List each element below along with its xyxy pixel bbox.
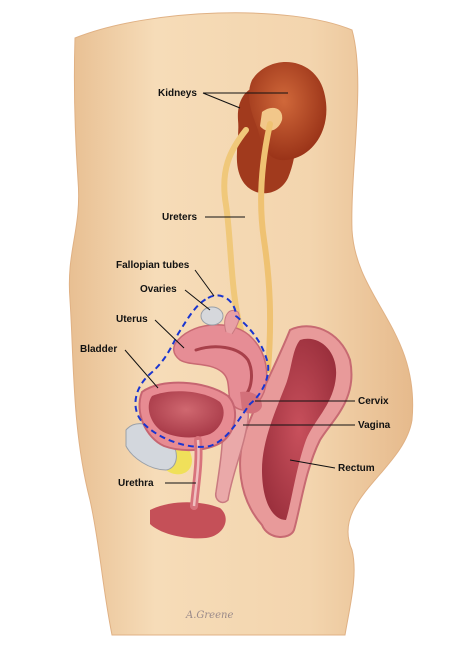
leader-uterus	[154, 319, 185, 349]
ureter-right	[258, 121, 274, 373]
perineum	[150, 502, 226, 539]
renal-pelvis	[260, 107, 283, 131]
ovary	[200, 306, 224, 326]
label-urethra: Urethra	[118, 478, 154, 489]
label-ureters: Ureters	[162, 212, 197, 223]
rectum-group	[239, 325, 353, 538]
label-leaders	[124, 92, 355, 484]
rectum-inner	[262, 338, 337, 520]
label-vagina: Vagina	[358, 420, 391, 431]
label-cervix: Cervix	[358, 396, 389, 407]
uterus-cavity	[194, 345, 253, 398]
label-rectum: Rectum	[338, 463, 375, 474]
leader-rectum	[289, 459, 336, 469]
label-uterus: Uterus	[116, 314, 148, 325]
leader-fallopian-tubes	[194, 269, 215, 297]
label-bladder: Bladder	[80, 344, 117, 355]
label-ovaries: Ovaries	[140, 284, 177, 295]
leader-bladder	[124, 349, 159, 389]
leader-ovaries	[184, 289, 211, 311]
label-fallopian-tubes: Fallopian tubes	[116, 260, 190, 271]
leader-kidneys	[202, 92, 288, 109]
bladder-lumen	[148, 391, 224, 438]
bladder-group	[138, 381, 237, 452]
labels: Kidneys Ureters Fallopian tubes Ovaries …	[80, 88, 391, 489]
label-kidneys: Kidneys	[158, 88, 197, 99]
artist-signature: A.Greene	[185, 610, 233, 621]
reproductive-region-outline	[134, 294, 270, 448]
